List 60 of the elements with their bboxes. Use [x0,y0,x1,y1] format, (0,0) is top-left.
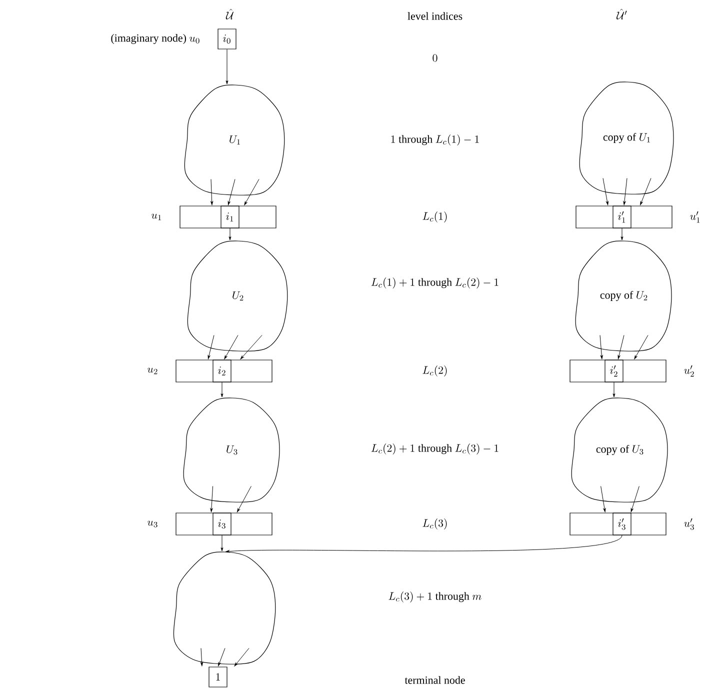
level-label: $\text{terminal node}$ [404,676,465,684]
index-box: $i'_3$ [612,512,632,536]
index-box: $1$ [208,666,228,688]
arrow [612,382,616,398]
index-bar [570,512,666,536]
arrow [640,178,652,206]
arrow [200,648,203,666]
index-box: $i'_1$ [612,206,632,228]
index-bar [176,512,272,536]
node-label: $u'_1$ [690,211,700,223]
index-box: $i_1$ [220,206,240,228]
arrow [630,486,640,512]
arrow [620,228,624,240]
arrow [602,178,608,206]
arrow [634,334,648,360]
arrow [600,334,603,360]
level-label: $L_c(1)$ [422,212,447,222]
arrow [234,648,250,666]
arrow [240,334,262,360]
arrow [226,535,622,553]
index-box: $i_2$ [212,360,232,382]
arrow [220,535,224,552]
arrow [228,228,232,240]
node-label: $\text{(imaginary node) } u_0$ [111,34,200,44]
column-heading: $\hat{\mathcal{U}}'$ [616,8,627,20]
index-bar [576,206,672,228]
index-bar [180,206,276,228]
node-label: $u_3$ [148,520,158,528]
arrow [210,178,214,206]
level-label: $L_c(3)$ [422,518,447,530]
arrow [226,49,228,84]
level-label: $L_c(2)+1 \text{ through } L_c(3)-1$ [371,444,498,454]
level-label: $L_c(1)+1 \text{ through } L_c(2)-1$ [371,278,498,288]
index-box: $i'_2$ [604,360,624,382]
arrow [210,486,214,512]
blob-shape [173,552,276,664]
arrow [218,648,226,666]
arrow [236,486,252,512]
column-heading: $\hat{\mathcal{U}}$ [226,8,234,20]
arrow [220,382,224,398]
arrow [618,334,624,360]
level-label: $L_c(2)$ [422,366,447,376]
arrow [623,178,628,206]
arrow [600,486,606,512]
level-label: $L_c(3)+1 \text{ through } m$ [388,592,482,602]
index-bar [176,360,272,382]
node-label: $u_1$ [152,214,162,220]
arrow [208,334,214,360]
index-box: $i_3$ [212,512,232,536]
level-label: $0$ [432,54,438,62]
header-label: $\text{level indices}$ [408,12,462,20]
node-label: $u'_3$ [684,518,694,530]
index-bar [570,360,666,382]
node-label: $u_2$ [148,368,158,374]
node-label: $u'_2$ [684,365,694,377]
arrow [224,334,238,360]
arrow [244,178,260,206]
index-box: $i_0$ [218,28,236,50]
arrow [228,178,236,206]
level-label: $1 \text{ through } L_c(1)-1$ [391,134,479,146]
